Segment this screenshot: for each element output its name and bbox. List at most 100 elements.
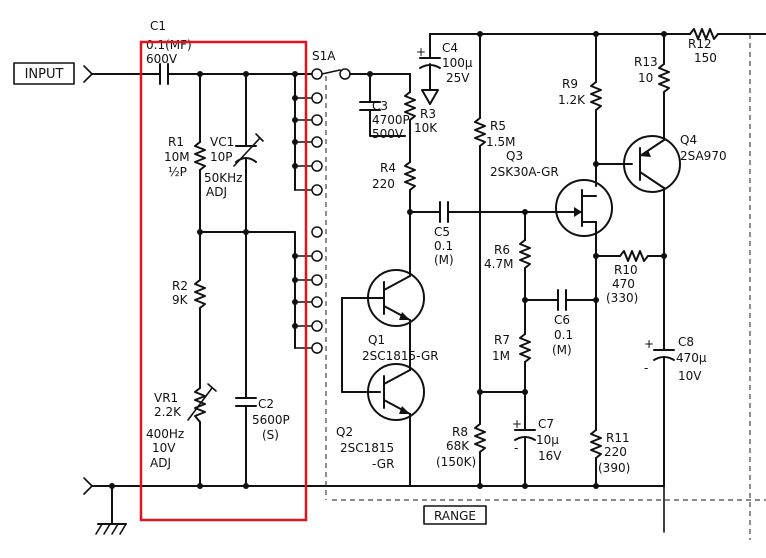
r11-alt: (390) — [598, 461, 630, 475]
capacitor-c6 — [557, 289, 567, 311]
r4-value: 220 — [372, 177, 395, 191]
c6-name: C6 — [554, 313, 570, 327]
capacitor-c5 — [439, 201, 449, 223]
resistor-r12 — [689, 28, 719, 40]
r6-name: R6 — [494, 243, 510, 257]
r3-name: R3 — [420, 107, 436, 121]
vc1-name: VC1 — [210, 135, 234, 149]
r13-value: 10 — [638, 71, 653, 85]
c6-value: 0.1 — [554, 328, 573, 342]
resistor-r4 — [404, 161, 416, 191]
svg-text:-: - — [514, 441, 518, 455]
r7-value: 1M — [492, 349, 510, 363]
switch-label: S1A — [312, 49, 336, 63]
r2-value: 9K — [172, 293, 189, 307]
r11-value: 220 — [604, 445, 627, 459]
r2-name: R2 — [172, 279, 188, 293]
r10-alt: (330) — [606, 291, 638, 305]
c5-value: 0.1 — [434, 239, 453, 253]
q4-type: 2SA970 — [680, 149, 727, 163]
r4-name: R4 — [380, 161, 396, 175]
q2-name: Q2 — [336, 425, 353, 439]
range-switch-s1a — [292, 68, 351, 500]
vc1-value: 10P — [210, 150, 233, 164]
svg-text:+: + — [644, 337, 654, 351]
capacitor-c1 — [159, 63, 169, 85]
c7-value: 10µ — [536, 433, 559, 447]
resistor-r6 — [519, 239, 531, 269]
q2-suffix: -GR — [372, 457, 394, 471]
resistor-r1 — [194, 141, 206, 171]
c5-tol: (M) — [434, 253, 454, 267]
vr1-name: VR1 — [154, 391, 178, 405]
q3-type: 2SK30A-GR — [490, 165, 559, 179]
transistor-q1 — [341, 269, 425, 393]
resistor-r9 — [590, 81, 602, 111]
resistor-r10 — [619, 250, 649, 262]
c8-value: 470µ — [676, 351, 707, 365]
c3-value: 4700P — [372, 113, 410, 127]
r3-value: 10K — [414, 121, 438, 135]
r6-value: 4.7M — [484, 257, 513, 271]
c4-voltage: 25V — [446, 71, 470, 85]
resistor-r5 — [474, 117, 486, 147]
capacitor-c2 — [235, 397, 257, 407]
r1-power: ½P — [168, 165, 187, 179]
c3-voltage: 500V — [372, 127, 404, 141]
c1-value: 0.1(MF) — [146, 38, 192, 52]
c2-tol: (S) — [262, 428, 279, 442]
r11-name: R11 — [606, 431, 630, 445]
transistor-q4 — [623, 135, 681, 193]
c1-name: C1 — [150, 19, 166, 33]
q1-type: 2SC1815-GR — [362, 349, 439, 363]
c7-name: C7 — [538, 417, 554, 431]
capacitor-c8: + - — [644, 337, 675, 375]
r5-name: R5 — [490, 119, 506, 133]
c7-voltage: 16V — [538, 449, 562, 463]
c2-value: 5600P — [252, 413, 290, 427]
resistor-r11 — [590, 429, 602, 459]
transistor-q2 — [367, 363, 425, 421]
r12-value: 150 — [694, 51, 717, 65]
r8-alt: (150K) — [436, 455, 476, 469]
trimmer-resistor-vr1 — [187, 383, 217, 423]
r8-name: R8 — [452, 425, 468, 439]
vc1-freq: 50KHz — [204, 171, 242, 185]
vr1-adj: ADJ — [150, 456, 171, 470]
c4-name: C4 — [442, 41, 458, 55]
q3-name: Q3 — [506, 149, 523, 163]
c3-name: C3 — [372, 99, 388, 113]
resistor-r3 — [404, 91, 416, 121]
vr1-value: 2.2K — [154, 405, 182, 419]
r9-name: R9 — [562, 77, 578, 91]
transistor-q3 — [555, 179, 613, 237]
c8-voltage: 10V — [678, 369, 702, 383]
svg-text:-: - — [644, 361, 648, 375]
input-terminal: INPUT — [13, 62, 93, 85]
r8-value: 68K — [446, 439, 470, 453]
r13-name: R13 — [634, 55, 658, 69]
resistor-r7 — [519, 333, 531, 363]
highlight-box — [139, 40, 308, 522]
resistor-r13 — [658, 63, 670, 93]
r10-name: R10 — [614, 263, 638, 277]
r1-name: R1 — [168, 135, 184, 149]
q2-type: 2SC1815 — [340, 441, 394, 455]
r12-name: R12 — [688, 37, 712, 51]
q1-name: Q1 — [368, 333, 385, 347]
r7-name: R7 — [494, 333, 510, 347]
vc1-adj: ADJ — [206, 185, 227, 199]
svg-text:+: + — [512, 417, 522, 431]
q4-name: Q4 — [680, 133, 697, 147]
vr1-volt: 10V — [152, 441, 176, 455]
trimmer-capacitor-vc1 — [233, 133, 264, 167]
resistor-r2 — [194, 279, 206, 309]
vr1-freq: 400Hz — [146, 427, 184, 441]
c4-value: 100µ — [442, 56, 473, 70]
r1-value: 10M — [164, 150, 190, 164]
capacitor-c4: + — [416, 33, 441, 105]
r9-value: 1.2K — [558, 93, 586, 107]
c2-name: C2 — [258, 397, 274, 411]
c6-tol: (M) — [552, 343, 572, 357]
